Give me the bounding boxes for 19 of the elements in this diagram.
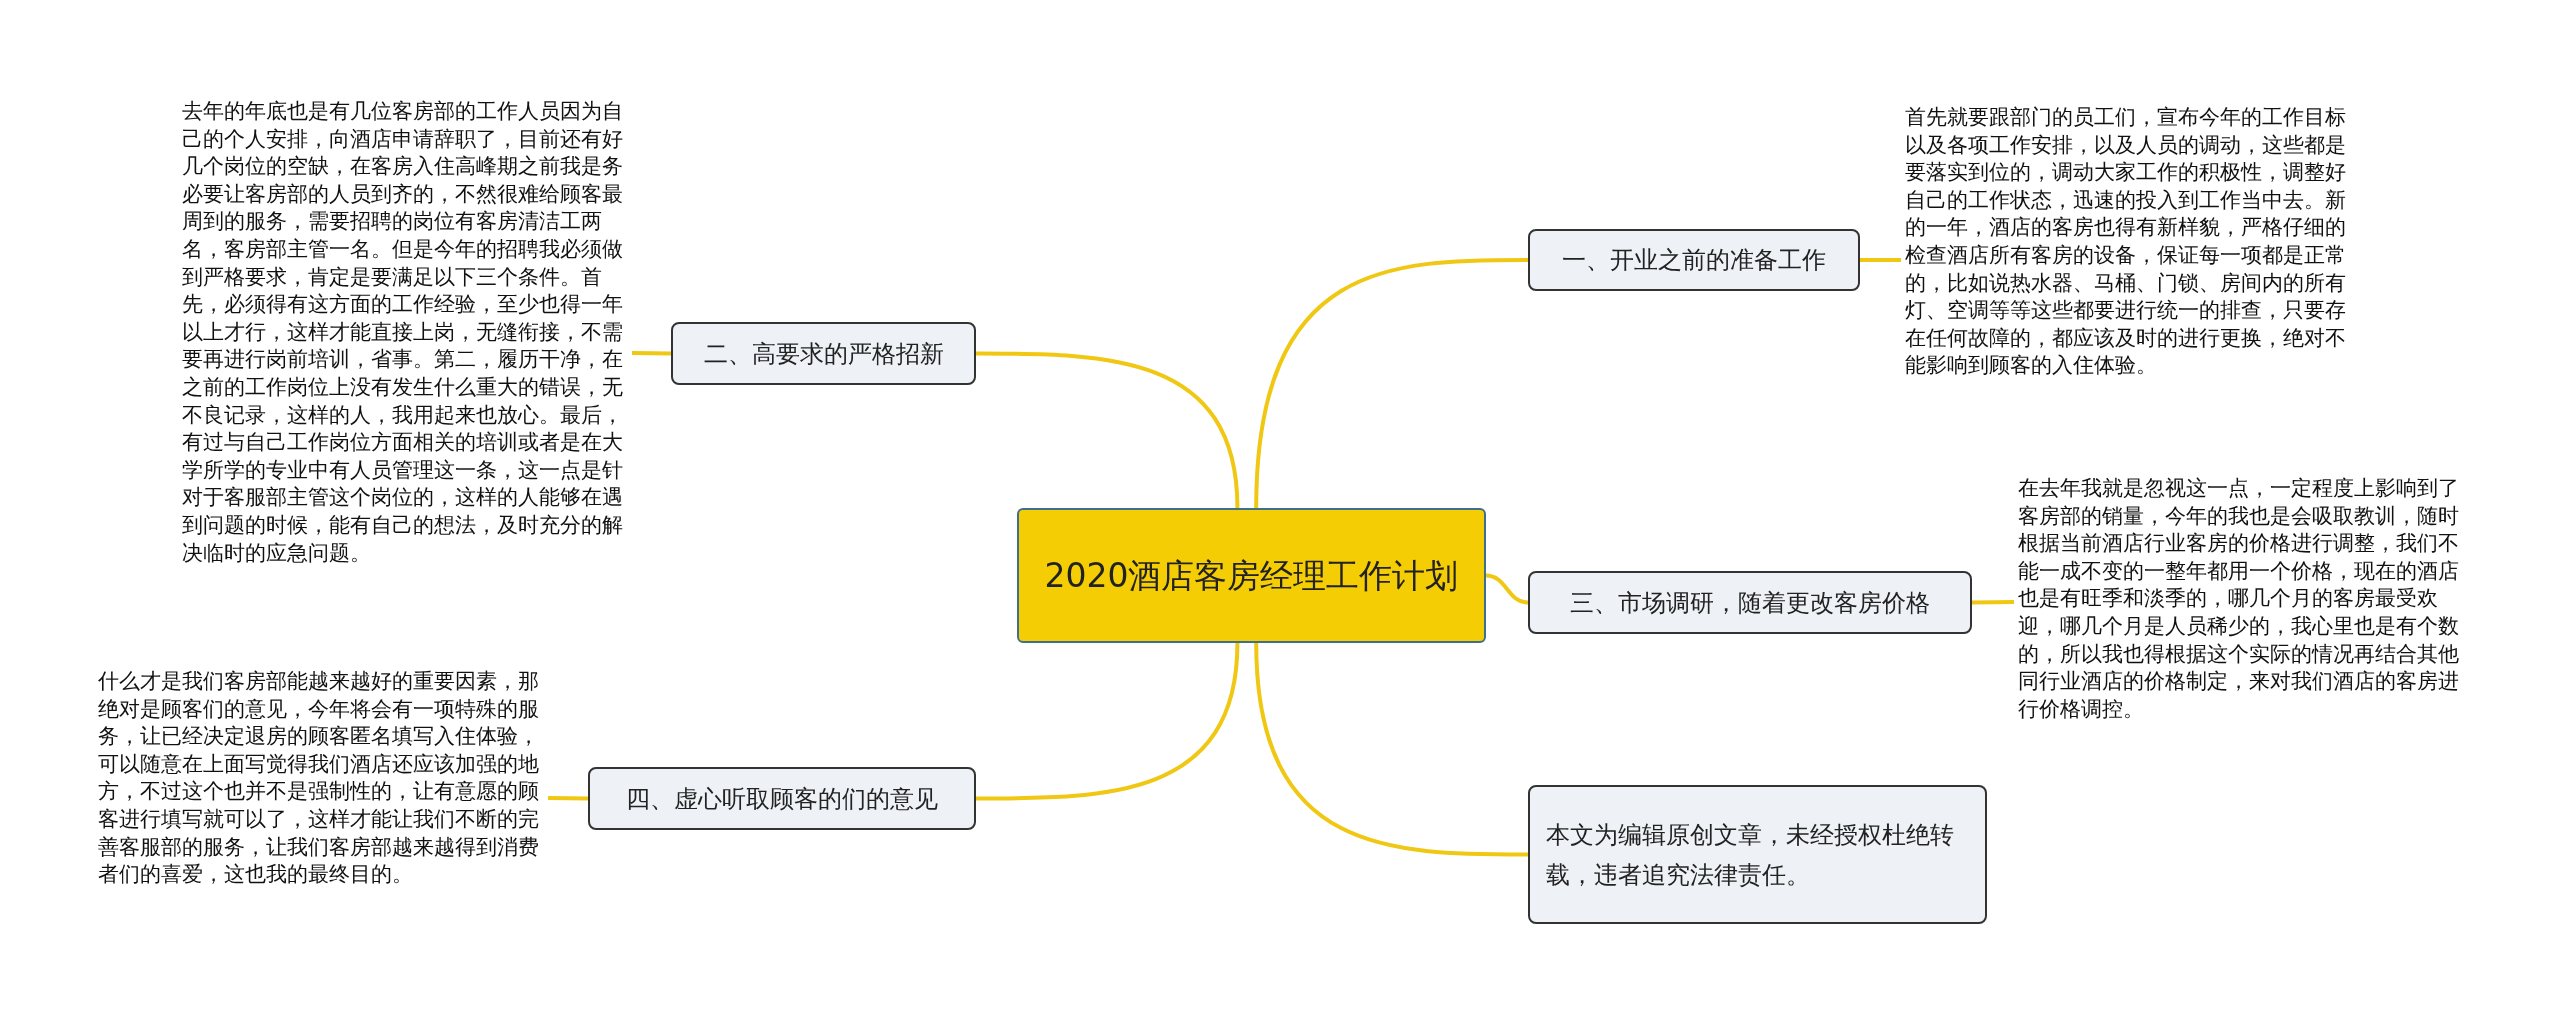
connector-line [631,351,672,356]
connector-line [1971,600,2015,605]
note-text: 去年的年底也是有几位客房部的工作人员因为自己的个人安排，向酒店申请辞职了，目前还有好几个岗位的空缺，在客房入住高峰期之前我是务必要让客房部的人员到齐的，不然很难给顾客最周到的服务，需要招聘的岗位有客房清洁工两名，客房部主管一名。但是今年的招聘我必须做到严格要求，肯定是要满足以下三个条件。首先，必须得有这方面的工作经验，至少也得一年以上才行，这样才能直接上岗，无缝衔接，不需要再进行岗前培训，省事。第二，履历干净，在之前的工作岗位上没有发生什么重大的错误，无不良记录，这样的人，我用起来也放心。最后，有过与自己工作岗位方面相关的培训或者是在大学所学的专业中有人员管理这一条，这一点是针对于客服部主管这个岗位的，这样的人能够在遇到问题的时候，能有自己的想法，及时充分的解决临时的应急问题。 [182,98,628,568]
notice-box: 本文为编辑原创文章，未经授权杜绝转载，违者追究法律责任。 [1528,785,1987,924]
central-topic: 2020酒店客房经理工作计划 [1017,508,1486,643]
note-text: 在去年我就是忽视这一点，一定程度上影响到了客房部的销量，今年的我也是会吸取教训，随时根据当前酒店行业客房的价格进行调整，我们不能一成不变的一整年都用一个价格，现在的酒店也是有旺季和淡季的，哪几个月的客房最受欢迎，哪几个月是人员稀少的，我心里也是有个数的，所以我也得根据这个实际的情况再结合其他同行业酒店的价格制定，来对我们酒店的客房进行价格调控。 [2018,475,2464,724]
topic-box: 三、市场调研，随着更改客房价格 [1528,571,1972,634]
topic-box: 一、开业之前的准备工作 [1528,229,1860,291]
connector-line [1485,573,1529,605]
connector-line [1254,642,1528,857]
note-text: 什么才是我们客房部能越来越好的重要因素，那绝对是顾客们的意见，今年将会有一项特殊的服务，让已经决定退房的顾客匿名填写入住体验，可以随意在上面写觉得我们酒店还应该加强的地方，不过这个也并不是强制性的，让有意愿的顾客进行填写就可以了，这样才能让我们不断的完善客服部的服务，让我们客房部越来越得到消费者们的喜爱，这也我的最终目的。 [98,668,544,889]
connector-line [1254,258,1528,509]
connector-line [976,642,1240,801]
topic-box: 二、高要求的严格招新 [671,322,976,385]
connector-line [1860,258,1901,262]
connector-line [547,796,589,801]
connector-line [976,351,1240,509]
note-text: 首先就要跟部门的员工们，宣布今年的工作目标以及各项工作安排，以及人员的调动，这些都是要落实到位的，调动大家工作的积极性，调整好自己的工作状态，迅速的投入到工作当中去。新的一年，酒店的客房也得有新样貌，严格仔细的检查酒店所有客房的设备，保证每一项都是正常的，比如说热水器、马桶、门锁、房间内的所有灯、空调等等这些都要进行统一的排查，只要存在任何故障的，都应该及时的进行更换，绝对不能影响到顾客的入住体验。 [1905,104,2351,380]
topic-box: 四、虚心听取顾客的们的意见 [588,767,976,830]
